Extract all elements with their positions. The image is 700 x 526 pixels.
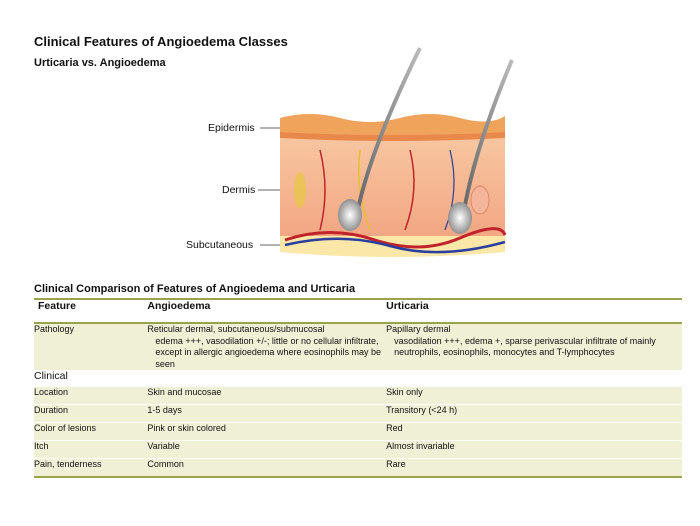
epidermis-layer <box>280 114 505 135</box>
page-subtitle: Urticaria vs. Angioedema <box>34 57 166 69</box>
pathology-label: Pathology <box>34 324 75 334</box>
comparison-table: Feature Angioedema Urticaria Pathology R… <box>34 298 682 478</box>
label-dermis: Dermis <box>222 184 256 196</box>
pathology-urticaria: Papillary dermal vasodilation +++, edema… <box>386 323 682 370</box>
row-urticaria: Skin only <box>386 387 682 405</box>
page-title: Clinical Features of Angioedema Classes <box>34 34 288 49</box>
pathology-angioedema-line1: Reticular dermal, subcutaneous/submucosa… <box>147 324 325 334</box>
row-feature: Itch <box>34 440 148 459</box>
table-row: Itch Variable Almost invariable <box>34 440 682 459</box>
row-feature: Duration <box>34 404 148 423</box>
dermis-layer <box>280 128 505 236</box>
row-urticaria: Almost invariable <box>386 440 682 459</box>
row-angioedema: Skin and mucosae <box>147 387 387 405</box>
pathology-angioedema: Reticular dermal, subcutaneous/submucosa… <box>147 323 386 370</box>
pathology-urticaria-line1: Papillary dermal <box>386 324 451 334</box>
label-epidermis: Epidermis <box>208 122 255 134</box>
hair-bulb <box>448 202 472 234</box>
row-angioedema: 1-5 days <box>147 404 387 423</box>
row-urticaria: Rare <box>386 458 682 478</box>
table-row: Location Skin and mucosae Skin only <box>34 387 682 405</box>
table-row: Duration 1-5 days Transitory (<24 h) <box>34 404 682 423</box>
row-feature: Pain, tenderness <box>34 458 148 478</box>
header-urticaria: Urticaria <box>386 300 429 312</box>
pathology-urticaria-rest: vasodilation +++, edema +, sparse periva… <box>394 335 656 358</box>
row-urticaria: Red <box>386 422 682 441</box>
row-angioedema: Variable <box>147 440 387 459</box>
row-angioedema: Common <box>147 458 387 478</box>
clinical-subheader-row: Clinical <box>34 370 682 387</box>
hair-bulb <box>338 199 362 231</box>
skin-diagram <box>258 47 514 257</box>
table-row: Color of lesions Pink or skin colored Re… <box>34 422 682 441</box>
skin-illustration: Epidermis Dermis Subcutaneous <box>180 40 520 270</box>
comparison-title: Clinical Comparison of Features of Angio… <box>34 283 356 295</box>
pathology-row: Pathology Reticular dermal, subcutaneous… <box>34 323 682 370</box>
row-urticaria: Transitory (<24 h) <box>386 404 682 423</box>
clinical-label: Clinical <box>34 370 68 382</box>
row-feature: Location <box>34 387 148 405</box>
label-subcutaneous: Subcutaneous <box>186 239 254 251</box>
row-feature: Color of lesions <box>34 422 148 441</box>
header-feature: Feature <box>38 300 76 312</box>
header-angioedema: Angioedema <box>147 300 211 312</box>
pathology-angioedema-rest: edema +++, vasodilation +/-; little or n… <box>155 335 381 369</box>
row-angioedema: Pink or skin colored <box>147 422 387 441</box>
table-header-row: Feature Angioedema Urticaria <box>34 299 682 323</box>
table-row: Pain, tenderness Common Rare <box>34 458 682 478</box>
